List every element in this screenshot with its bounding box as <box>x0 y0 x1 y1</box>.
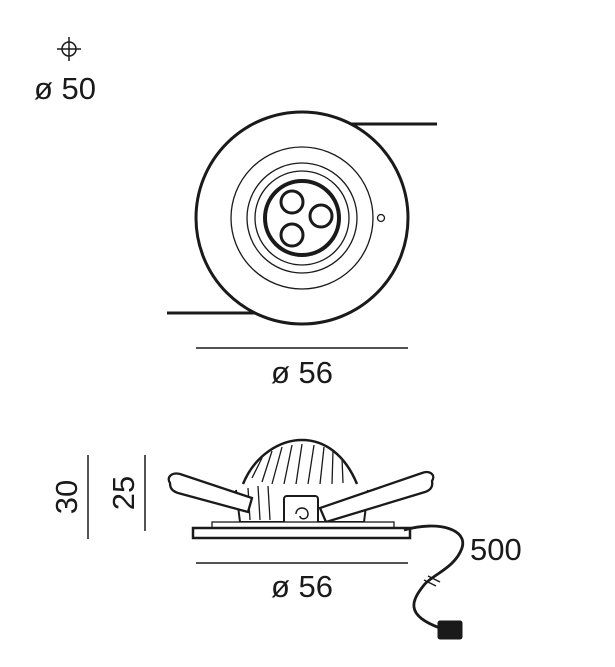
cutout-diameter-label: ø 50 <box>34 71 96 106</box>
led-lens-1 <box>279 189 305 215</box>
top-diameter-label: ø 56 <box>271 355 333 390</box>
lens-holder <box>263 179 341 257</box>
outer-rim <box>194 110 410 326</box>
right-spring-clip <box>318 470 435 524</box>
reflector-ring-outer <box>246 162 358 274</box>
trim-flange <box>191 526 412 540</box>
height-body-label: 25 <box>106 476 141 510</box>
spring-coil <box>295 507 309 520</box>
side-view <box>167 438 465 640</box>
led-lens-2 <box>308 203 334 229</box>
side-diameter-label: ø 56 <box>271 569 333 604</box>
cable-length-label: 500 <box>470 532 522 567</box>
cutout-symbol-icon <box>57 37 81 61</box>
heat-sink-fins <box>251 443 344 485</box>
led-lens-3 <box>279 222 305 248</box>
top-view <box>167 110 437 326</box>
cable-break-mark <box>423 575 441 587</box>
fixing-screw <box>376 213 386 223</box>
height-total-label: 30 <box>49 480 84 514</box>
reflector-ring-inner <box>254 170 350 266</box>
cable-connector <box>437 620 463 640</box>
power-cable <box>403 524 465 630</box>
left-spring-clip <box>167 472 254 514</box>
inner-ring <box>230 146 374 290</box>
